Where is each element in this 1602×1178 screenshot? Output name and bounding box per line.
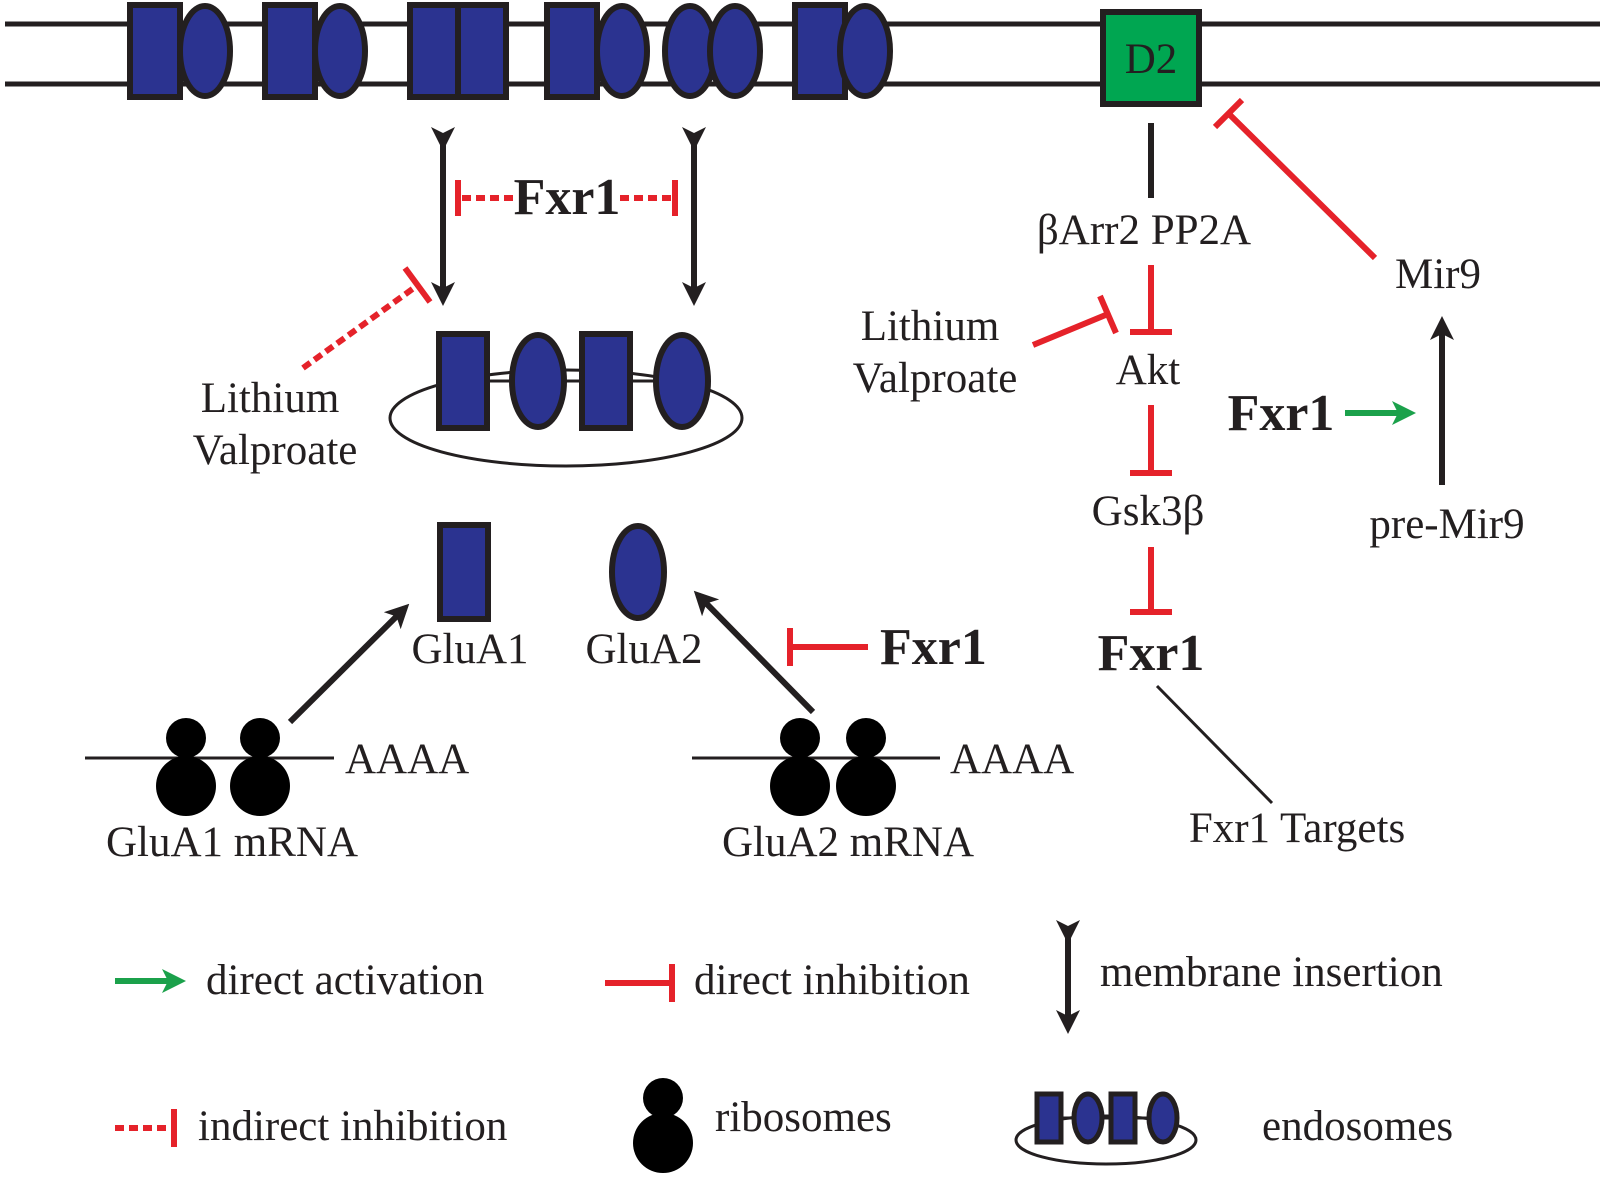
glua1-translation-arrow bbox=[287, 603, 410, 725]
ribosome bbox=[846, 718, 886, 758]
mir9-inhibits-d2 bbox=[1212, 97, 1378, 261]
ribosome bbox=[230, 756, 290, 816]
barr2-pp2a-label: βArr2 PP2A bbox=[1037, 207, 1251, 254]
valproate-label-left: Valproate bbox=[193, 427, 358, 474]
membrane-ampa-receptors bbox=[127, 2, 893, 100]
membrane-glua1-subunit bbox=[455, 2, 509, 100]
ribosome bbox=[770, 756, 830, 816]
mrna-tail-glua1: AAAA bbox=[345, 736, 469, 783]
d2-receptor: D2 bbox=[1100, 9, 1202, 107]
lithium-label-right: Lithium bbox=[861, 303, 1000, 350]
mir9-label: Mir9 bbox=[1395, 251, 1481, 298]
legend-direct-activation: direct activation bbox=[206, 957, 484, 1004]
glua2-mrna bbox=[692, 718, 940, 816]
fxr1-translation-label: Fxr1 bbox=[880, 619, 987, 676]
membrane-glua1-subunit bbox=[262, 2, 318, 100]
ribosome bbox=[156, 756, 216, 816]
endosome bbox=[388, 331, 744, 468]
glua2-subunit bbox=[609, 523, 667, 621]
legend-membrane-insertion: membrane insertion bbox=[1100, 949, 1443, 996]
d2-label: D2 bbox=[1125, 36, 1178, 83]
fxr1-targets-label: Fxr1 Targets bbox=[1189, 805, 1405, 852]
glua2-translation-arrow bbox=[693, 590, 816, 715]
legend-indirect-inhibition: indirect inhibition bbox=[198, 1103, 507, 1150]
glua2-label: GluA2 bbox=[585, 626, 702, 673]
fxr1-bottom-label: Fxr1 bbox=[1098, 625, 1205, 682]
ribosome bbox=[240, 718, 280, 758]
legend-ribosome-large bbox=[633, 1113, 693, 1173]
fxr1-inhibits-glua2-translation bbox=[787, 628, 868, 666]
fxr1-top-label: Fxr1 bbox=[514, 169, 621, 226]
complex-inhibits-akt bbox=[1130, 265, 1172, 335]
legend-ribosome-small bbox=[643, 1078, 683, 1118]
membrane-glua2-subunit bbox=[837, 3, 893, 99]
pre-mir9-label: pre-Mir9 bbox=[1369, 501, 1524, 548]
glua1-mrna bbox=[85, 718, 334, 816]
membrane-glua2-subunit bbox=[707, 3, 763, 99]
akt-inhibits-gsk3b bbox=[1130, 405, 1172, 476]
membrane-glua2-subunit bbox=[594, 3, 650, 99]
glua2-mrna-label: GluA2 mRNA bbox=[722, 819, 974, 866]
gsk3b-label: Gsk3β bbox=[1092, 488, 1205, 535]
legend-endosomes: endosomes bbox=[1262, 1103, 1453, 1150]
drugs-inhibit-complex bbox=[1031, 294, 1119, 348]
glua1-subunit bbox=[437, 522, 491, 622]
mrna-tail-glua2: AAAA bbox=[950, 736, 1074, 783]
fxr1-to-targets-link bbox=[1155, 684, 1274, 805]
glua1-label: GluA1 bbox=[411, 626, 528, 673]
ribosome bbox=[166, 718, 206, 758]
membrane-glua1-subunit bbox=[127, 2, 183, 100]
gsk3b-inhibits-fxr1 bbox=[1130, 547, 1172, 615]
legend-direct-inhibition: direct inhibition bbox=[694, 957, 970, 1004]
legend-ribosomes: ribosomes bbox=[715, 1094, 892, 1141]
valproate-label-right: Valproate bbox=[853, 355, 1018, 402]
membrane-glua1-subunit bbox=[407, 2, 461, 100]
drugs-indirect-inhibition-left bbox=[301, 266, 433, 371]
membrane-glua1-subunit bbox=[544, 2, 600, 100]
ribosome bbox=[780, 718, 820, 758]
lithium-label-left: Lithium bbox=[201, 375, 340, 422]
fxr1-mir-label: Fxr1 bbox=[1228, 385, 1335, 442]
akt-label: Akt bbox=[1116, 347, 1181, 394]
legend-endosome-icon bbox=[1014, 1091, 1198, 1166]
membrane-glua2-subunit bbox=[312, 3, 368, 99]
fxr1-indirect-inhibition-insertion: Fxr1 bbox=[455, 169, 678, 226]
glua1-mrna-label: GluA1 mRNA bbox=[106, 819, 358, 866]
membrane-glua2-subunit bbox=[177, 3, 233, 99]
legend: direct activation direct inhibition memb… bbox=[115, 920, 1453, 1173]
ribosome bbox=[836, 756, 896, 816]
